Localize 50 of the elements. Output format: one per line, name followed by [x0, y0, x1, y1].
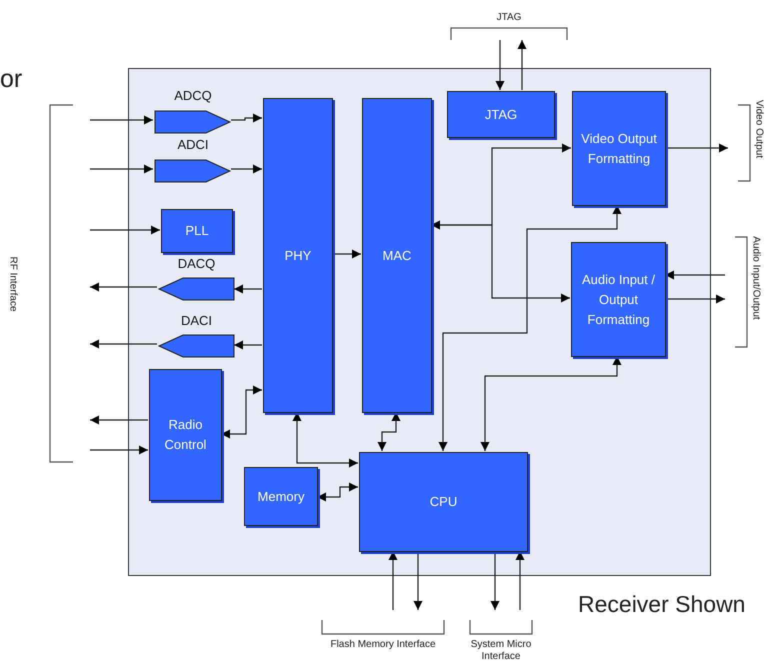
- arrow: [231, 164, 262, 174]
- interface-label: JTAG: [496, 11, 522, 25]
- function-block: Memory: [244, 467, 318, 526]
- arrow: [292, 412, 358, 468]
- arrow: [480, 356, 622, 451]
- note-text: Receiver Shown: [578, 590, 746, 618]
- arrow: [388, 551, 398, 610]
- arrow: [90, 164, 153, 174]
- arrow: [518, 40, 526, 90]
- arrow: [90, 416, 148, 424]
- arrow: [414, 551, 422, 610]
- function-block: Video Output Formatting: [572, 91, 666, 206]
- function-block: Radio Control: [149, 369, 222, 501]
- interface-label: Flash Memory Interface: [329, 639, 437, 651]
- arrow: [234, 284, 262, 294]
- function-block: JTAG: [447, 91, 555, 138]
- arrow: [332, 250, 361, 258]
- chip-panel: [128, 68, 711, 576]
- interface-label: Video Output: [752, 100, 766, 158]
- arrow: [431, 220, 570, 302]
- arrow: [231, 114, 262, 122]
- function-block: CPU: [359, 452, 528, 552]
- interface-label: RF Interface: [6, 256, 20, 312]
- arrow: [665, 270, 725, 280]
- block-label: DACQ: [176, 255, 216, 273]
- function-block: PHY: [263, 98, 333, 413]
- arrow: [378, 412, 400, 451]
- function-block: PLL: [161, 209, 233, 253]
- note-text: or: [0, 64, 22, 94]
- arrow: [665, 294, 725, 304]
- arrow: [234, 340, 262, 350]
- interface-label: Audio Input/Output: [750, 236, 762, 320]
- arrow: [438, 205, 622, 451]
- block-label: ADCI: [176, 136, 210, 154]
- arrow: [90, 282, 157, 292]
- arrow: [90, 446, 148, 454]
- arrow: [90, 116, 153, 124]
- interface-label: System Micro Interface: [470, 639, 532, 663]
- arrow: [90, 340, 157, 348]
- block-label: DACI: [180, 312, 214, 330]
- function-block: MAC: [362, 98, 432, 413]
- arrow: [90, 226, 160, 234]
- function-block: Audio Input / Output Formatting: [571, 242, 666, 357]
- arrow: [665, 144, 728, 152]
- arrow: [490, 551, 500, 610]
- arrow: [221, 386, 262, 438]
- arrow: [317, 482, 358, 502]
- arrow: [516, 551, 524, 610]
- block-label: ADCQ: [173, 87, 213, 105]
- arrow: [496, 40, 504, 90]
